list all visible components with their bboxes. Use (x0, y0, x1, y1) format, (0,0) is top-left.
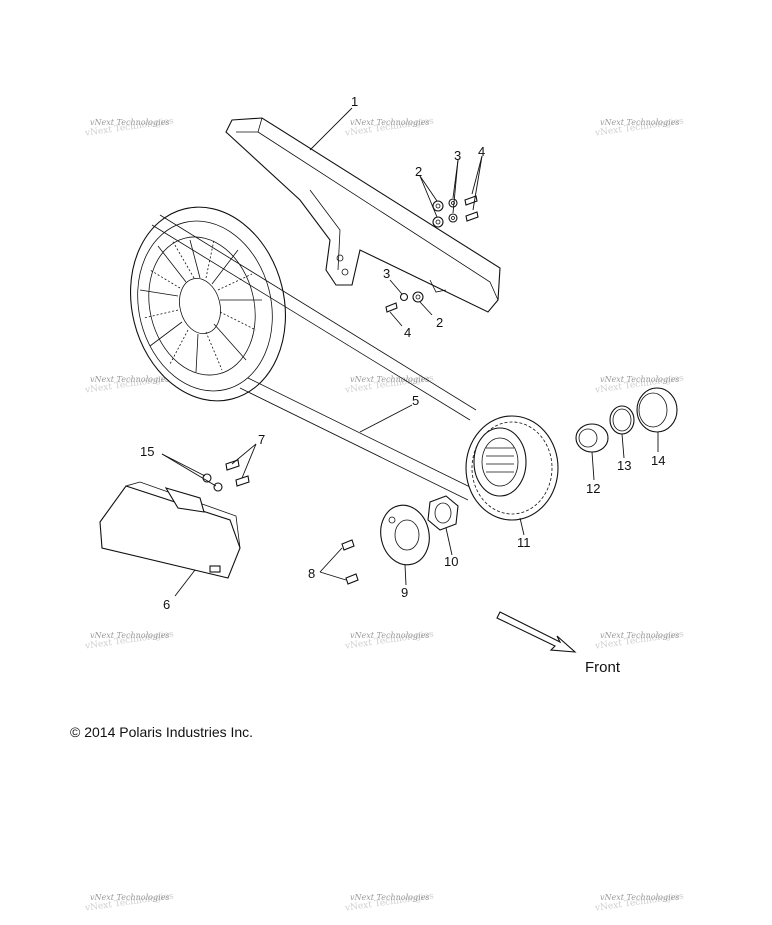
callout-4: 4 (404, 325, 411, 340)
front-sprocket (465, 415, 559, 521)
callout-7: 7 (258, 432, 265, 447)
seal-14 (636, 387, 678, 433)
rear-wheel-pulley (129, 206, 287, 402)
svg-text:vNext Technologies: vNext Technologies (600, 118, 679, 127)
callout-11: 11 (517, 535, 531, 550)
callout-8: 8 (308, 566, 315, 581)
callout-10: 10 (444, 554, 458, 569)
callout-14: 14 (651, 453, 665, 468)
o-ring-13 (609, 405, 635, 435)
lower-guard (99, 481, 241, 579)
watermark: vNext Technologies vNext Technologies (593, 116, 684, 139)
front-label: Front (585, 659, 621, 676)
callouts: 1 2 3 4 2 3 4 5 7 15 6 8 9 10 11 12 13 1… (140, 94, 665, 612)
callout-5: 5 (412, 393, 419, 408)
svg-text:vNext Technologies: vNext Technologies (600, 375, 679, 384)
leader-lines (161, 107, 659, 597)
bolts-8 (341, 539, 359, 585)
callout-3: 3 (454, 148, 461, 163)
belt-guard (225, 117, 501, 313)
svg-text:vNext Technologies: vNext Technologies (350, 375, 429, 384)
copyright-text: © 2014 Polaris Industries Inc. (70, 724, 254, 740)
svg-text:vNext Technologies: vNext Technologies (90, 893, 169, 902)
front-arrow (496, 611, 577, 653)
watermark: vNext Technologies vNext Technologies (343, 629, 434, 652)
lower-guard-fasteners (202, 459, 250, 492)
svg-text:vNext Technologies: vNext Technologies (600, 893, 679, 902)
callout-15: 15 (140, 444, 154, 459)
spacer-12 (575, 423, 609, 453)
watermark: vNext Technologies vNext Technologies (343, 891, 434, 914)
watermark: vNext Technologies vNext Technologies (593, 891, 684, 914)
callout-9: 9 (401, 585, 408, 600)
watermark: vNext Technologies vNext Technologies (343, 116, 434, 139)
callout-1: 1 (351, 94, 358, 109)
callout-13: 13 (617, 458, 631, 473)
drive-belt (151, 214, 477, 501)
watermark: vNext Technologies vNext Technologies (593, 629, 684, 652)
lock-plate-9 (380, 504, 430, 566)
callout-3: 3 (383, 266, 390, 281)
svg-text:vNext Technologies: vNext Technologies (600, 631, 679, 640)
svg-text:vNext Technologies: vNext Technologies (90, 118, 169, 127)
callout-12: 12 (586, 481, 600, 496)
svg-text:vNext Technologies: vNext Technologies (350, 631, 429, 640)
callout-2: 2 (436, 315, 443, 330)
watermark: vNext Technologies vNext Technologies (343, 373, 434, 396)
guard-fasteners (385, 195, 479, 313)
svg-text:vNext Technologies: vNext Technologies (90, 375, 169, 384)
watermark: vNext Technologies vNext Technologies (83, 373, 174, 396)
callout-2: 2 (415, 164, 422, 179)
callout-4: 4 (478, 144, 485, 159)
watermark: vNext Technologies vNext Technologies (83, 116, 174, 139)
watermark: vNext Technologies vNext Technologies (83, 629, 174, 652)
watermark: vNext Technologies vNext Technologies (593, 373, 684, 396)
svg-text:vNext Technologies: vNext Technologies (350, 118, 429, 127)
callout-6: 6 (163, 597, 170, 612)
svg-text:vNext Technologies: vNext Technologies (90, 631, 169, 640)
nut-10 (427, 495, 459, 531)
watermark: vNext Technologies vNext Technologies (83, 891, 174, 914)
svg-text:vNext Technologies: vNext Technologies (350, 893, 429, 902)
